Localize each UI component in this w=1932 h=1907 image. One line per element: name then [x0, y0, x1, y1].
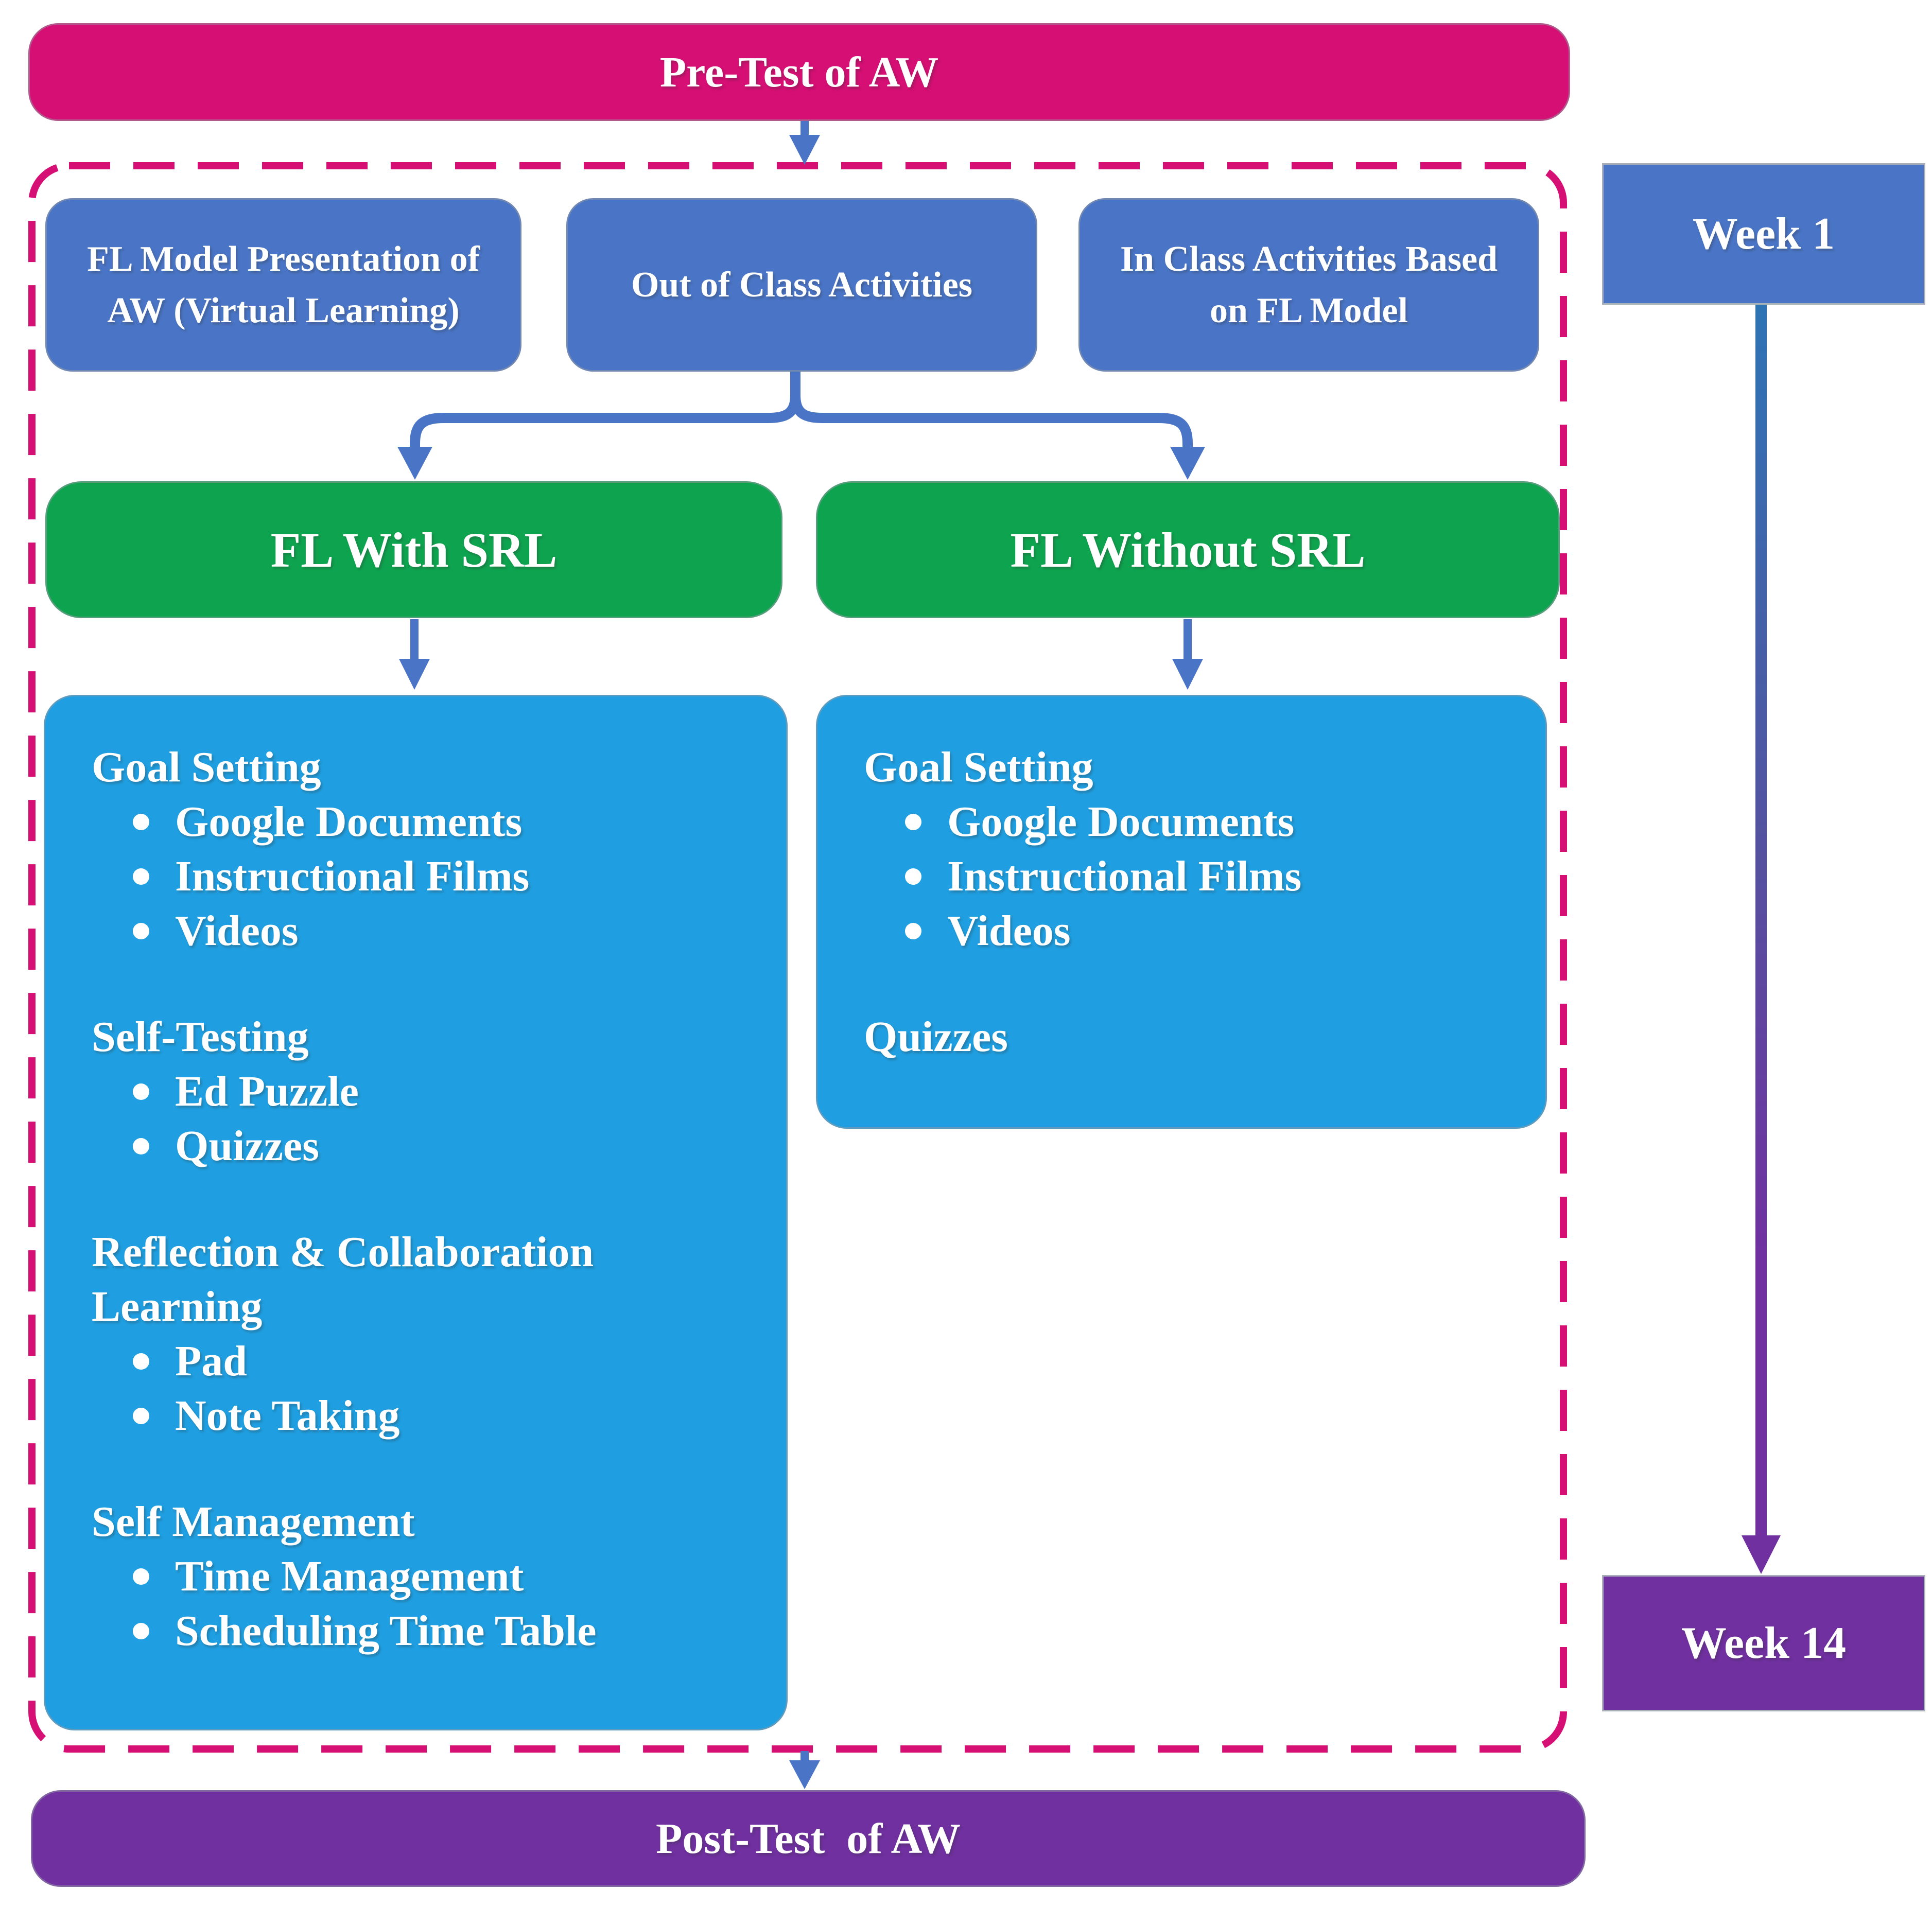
- list-item: Instructional Films: [817, 849, 1525, 904]
- post-test-node: Post-Test of AW: [31, 1790, 1586, 1887]
- bullet-icon: [133, 868, 149, 885]
- bullet-icon: [133, 1568, 149, 1585]
- week-14-node: Week 14: [1602, 1575, 1925, 1711]
- fl-with-srl-node: FL With SRL: [45, 481, 782, 618]
- bullet-icon: [905, 923, 921, 939]
- list-heading: Goal Setting: [864, 743, 1093, 791]
- list-heading: Self Management: [92, 1498, 415, 1546]
- branch-arrowheads: [397, 447, 1205, 480]
- fl-without-srl-label: FL Without SRL: [1010, 522, 1366, 578]
- goal-setting-section: Goal Setting Google Documents Instructio…: [45, 740, 765, 958]
- bullet-icon: [133, 1408, 149, 1424]
- fl-with-srl-label: FL With SRL: [270, 522, 558, 578]
- arrow-withoutsrl-to-detail: [1172, 619, 1203, 690]
- pre-test-node: Pre-Test of AW: [28, 23, 1570, 121]
- list-item: Pad: [45, 1334, 765, 1389]
- bullet-icon: [133, 923, 149, 939]
- fl-model-presentation-node: FL Model Presentation of AW (Virtual Lea…: [45, 198, 521, 372]
- reflection-collaboration-section: Reflection & Collaboration Learning Pad …: [45, 1225, 765, 1443]
- bullet-icon: [905, 814, 921, 830]
- self-testing-section: Self-Testing Ed Puzzle Quizzes: [45, 1010, 765, 1174]
- branch-connector: [410, 372, 1193, 449]
- bullet-icon: [905, 868, 921, 885]
- week-14-label: Week 14: [1681, 1618, 1847, 1668]
- goal-setting-section: Goal Setting Google Documents Instructio…: [817, 740, 1525, 958]
- list-heading: Self-Testing: [92, 1013, 309, 1061]
- list-item: Time Management: [45, 1549, 765, 1604]
- bullet-icon: [133, 1353, 149, 1370]
- fl-model-presentation-label: FL Model Presentation of AW (Virtual Lea…: [87, 239, 480, 330]
- list-heading: Reflection & Collaboration Learning: [92, 1228, 594, 1331]
- list-item: Quizzes: [45, 1119, 765, 1174]
- list-item: Videos: [45, 904, 765, 958]
- list-item: Scheduling Time Table: [45, 1604, 765, 1658]
- list-item: Google Documents: [45, 795, 765, 849]
- out-of-class-activities-label: Out of Class Activities: [631, 265, 973, 305]
- list-item: Google Documents: [817, 795, 1525, 849]
- arrow-withsrl-to-detail: [399, 619, 430, 690]
- week-1-node: Week 1: [1602, 163, 1925, 305]
- bullet-icon: [133, 1138, 149, 1154]
- quizzes-section: Quizzes: [817, 1010, 1525, 1064]
- list-item: Videos: [817, 904, 1525, 958]
- arrow-frame-to-posttest: [789, 1751, 820, 1789]
- post-test-label: Post-Test of AW: [656, 1814, 961, 1863]
- arrow-pretest-to-frame: [789, 121, 820, 165]
- self-management-section: Self Management Time Management Scheduli…: [45, 1495, 765, 1658]
- fl-without-srl-detail-box: Goal Setting Google Documents Instructio…: [816, 695, 1547, 1129]
- out-of-class-activities-node: Out of Class Activities: [566, 198, 1037, 372]
- dashed-study-frame: [28, 162, 1567, 1753]
- list-heading: Goal Setting: [92, 743, 321, 791]
- list-heading: Quizzes: [864, 1013, 1008, 1061]
- list-item: Instructional Films: [45, 849, 765, 904]
- fl-without-srl-node: FL Without SRL: [816, 481, 1560, 618]
- in-class-activities-node: In Class Activities Based on FL Model: [1078, 198, 1539, 372]
- bullet-icon: [133, 814, 149, 830]
- bullet-icon: [133, 1083, 149, 1100]
- pre-test-label: Pre-Test of AW: [659, 48, 939, 96]
- in-class-activities-label: In Class Activities Based on FL Model: [1120, 239, 1498, 330]
- arrow-week1-to-week14: [1742, 305, 1781, 1574]
- bullet-icon: [133, 1623, 149, 1639]
- list-item: Ed Puzzle: [45, 1064, 765, 1119]
- fl-with-srl-detail-box: Goal Setting Google Documents Instructio…: [44, 695, 788, 1730]
- week-1-label: Week 1: [1692, 209, 1835, 259]
- list-item: Note Taking: [45, 1389, 765, 1443]
